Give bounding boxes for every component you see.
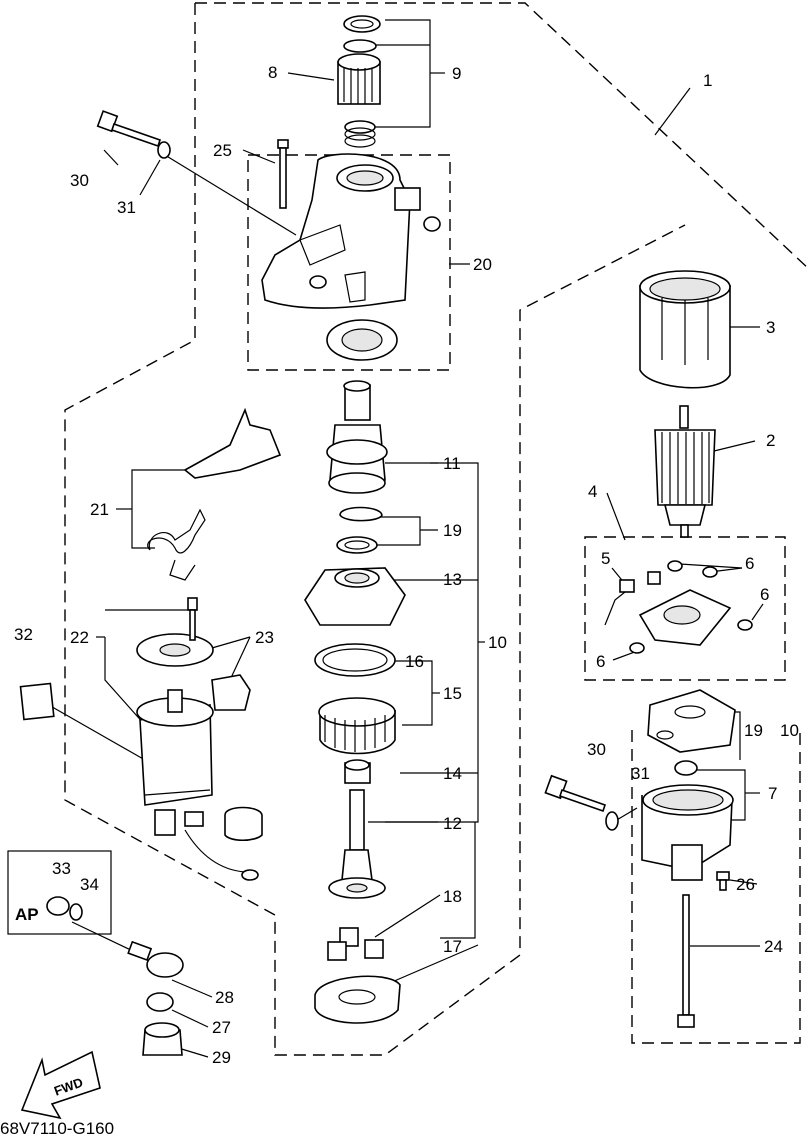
part-bushing-7 <box>641 760 734 881</box>
part-plate-17 <box>314 975 401 1024</box>
ap-label: AP <box>15 905 39 924</box>
callout-10a: 10 <box>488 633 507 652</box>
part-screw-26 <box>716 871 730 891</box>
callout-19a: 19 <box>443 521 462 540</box>
callout-29: 29 <box>212 1048 231 1067</box>
part-clutch-11 <box>326 380 388 494</box>
part-internal-gear-15 <box>318 697 396 755</box>
callout-22: 22 <box>70 628 89 647</box>
callout-33: 33 <box>52 859 71 878</box>
callout-31a: 31 <box>117 198 136 217</box>
callout-20: 20 <box>473 255 492 274</box>
part-armature-2 <box>654 405 716 538</box>
part-bolt-28 <box>127 940 184 978</box>
part-lever-21 <box>147 407 282 581</box>
callout-6b: 6 <box>760 585 769 604</box>
callout-5: 5 <box>601 549 610 568</box>
part-yoke-3 <box>639 270 731 389</box>
part-clip-19 <box>336 506 383 554</box>
callout-11: 11 <box>443 454 461 473</box>
drawing-code: 68V7110-G160 <box>0 1119 114 1136</box>
callout-labels: 1 2 3 4 5 6 6 6 7 8 9 10 11 12 13 14 15 … <box>14 63 799 1067</box>
part-ring-16 <box>314 643 396 677</box>
callout-21: 21 <box>90 500 109 519</box>
part-planet-gears-18 <box>327 927 384 961</box>
callout-4: 4 <box>588 482 597 501</box>
callout-30a: 30 <box>70 171 89 190</box>
part-pinion-gear-8 <box>337 53 381 105</box>
part-housing-20 <box>261 153 441 309</box>
callout-23: 23 <box>255 628 274 647</box>
leader-lines <box>39 19 764 1058</box>
callout-2: 2 <box>766 431 775 450</box>
callout-8: 8 <box>268 63 277 82</box>
callout-12: 12 <box>443 814 462 833</box>
callout-1: 1 <box>703 71 712 90</box>
callout-27: 27 <box>212 1018 231 1037</box>
callout-13: 13 <box>443 570 462 589</box>
callout-15: 15 <box>443 684 462 703</box>
callout-31b: 31 <box>631 764 650 783</box>
part-plate-19-10 <box>647 689 736 753</box>
part-nut-33 <box>46 896 70 916</box>
part-washer-34 <box>69 903 83 921</box>
fwd-arrow-icon: FWD <box>20 1050 101 1120</box>
callout-14: 14 <box>443 764 462 783</box>
part-bearing <box>326 319 398 361</box>
callout-25: 25 <box>213 141 232 160</box>
part-bolt-30-lower <box>544 774 607 813</box>
callout-7: 7 <box>768 784 777 803</box>
part-bolt-25 <box>277 139 289 209</box>
callout-19b: 19 <box>744 721 763 740</box>
part-through-bolt-24 <box>677 894 695 1028</box>
part-cap-29 <box>142 1022 183 1056</box>
part-spring <box>344 120 376 148</box>
callout-6c: 6 <box>596 652 605 671</box>
callout-32: 32 <box>14 625 33 644</box>
callout-34: 34 <box>80 875 99 894</box>
callout-28: 28 <box>215 988 234 1007</box>
callout-6a: 6 <box>745 554 754 573</box>
part-solenoid-22 <box>136 689 259 881</box>
part-bolt-30-top <box>96 110 162 148</box>
callout-9: 9 <box>452 64 461 83</box>
callout-18: 18 <box>443 887 462 906</box>
part-plate-22-top <box>136 597 214 667</box>
callout-30b: 30 <box>587 740 606 759</box>
part-cover-23 <box>211 674 263 842</box>
callout-10b: 10 <box>780 721 799 740</box>
callout-17: 17 <box>443 937 462 956</box>
assembly-boundary-lines <box>7 2 811 1056</box>
callout-16: 16 <box>405 652 424 671</box>
part-washer-31-top <box>157 141 171 159</box>
part-label-32 <box>19 682 55 721</box>
part-washer-31-lower <box>605 811 619 831</box>
part-gear-9-seal <box>343 15 381 53</box>
callout-26: 26 <box>736 875 755 894</box>
part-bushing-14 <box>344 759 371 784</box>
part-gear-case-13 <box>304 567 406 626</box>
part-shaft-12 <box>328 789 386 899</box>
callout-24: 24 <box>764 937 783 956</box>
callout-3: 3 <box>766 318 775 337</box>
part-nut-27 <box>146 992 174 1012</box>
part-brush-holder-4 <box>604 560 753 654</box>
